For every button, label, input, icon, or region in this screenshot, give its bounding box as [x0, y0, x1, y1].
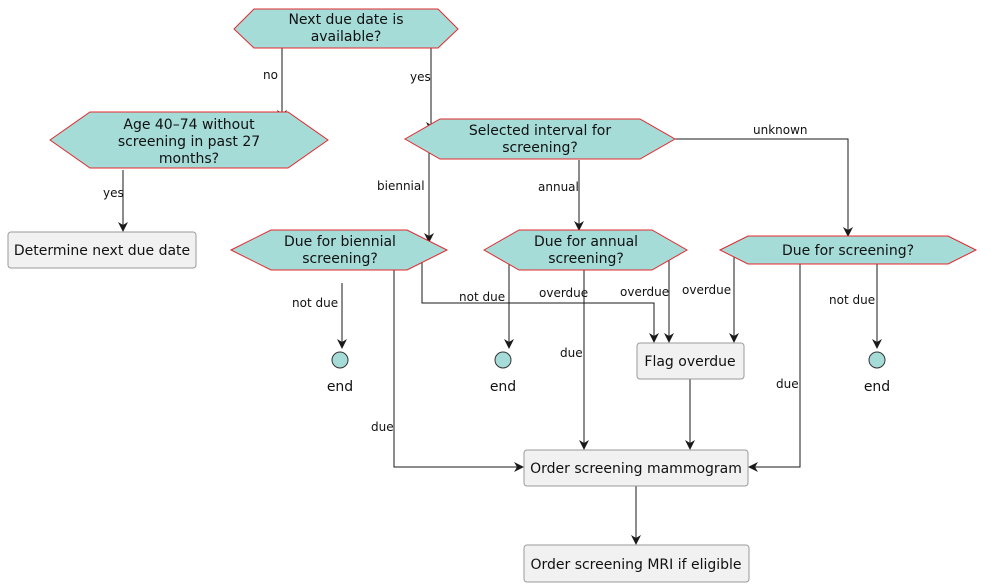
edges	[118, 40, 882, 545]
decision-due-screening	[718, 235, 978, 265]
edge-label-biennial-due: due	[371, 420, 394, 434]
edge-label-screening-not-due: not due	[829, 293, 875, 307]
edge-label-biennial-overdue: not due	[459, 290, 505, 304]
decision-age-check	[49, 111, 329, 169]
node-due-biennial: Due for biennial screening?	[229, 229, 449, 271]
edge-order-to-mri-arrow	[631, 535, 641, 545]
end-biennial-label: end	[327, 379, 353, 395]
node-next-due-date: Next due date is available?	[233, 8, 459, 49]
action-order-mri-label: Order screening MRI if eligible	[530, 557, 741, 573]
edge-screening-due-arrow	[748, 462, 758, 472]
edge-label-yes-next: yes	[410, 70, 431, 84]
end-annual: end	[490, 351, 516, 395]
edge-interval-annual-arrow	[574, 221, 584, 231]
decision-age-check-line2: screening in past 27	[118, 134, 260, 150]
decision-due-biennial-line2: screening?	[302, 251, 378, 267]
edge-annual-due-arrow	[579, 440, 589, 450]
decision-selected-interval-line1: Selected interval for	[469, 123, 611, 139]
edge-age-yes-arrow	[118, 222, 128, 232]
edge-label-screening-overdue: overdue	[682, 283, 731, 297]
edge-interval-biennial-arrow	[424, 233, 434, 243]
edge-label-biennial-not-due: not due	[292, 296, 338, 310]
decision-age-check-line1: Age 40–74 without	[123, 117, 255, 133]
edge-labels: no yes yes unknown biennial annual not d…	[103, 68, 875, 434]
end-screening-label: end	[864, 379, 890, 395]
edge-label-yes-age: yes	[103, 186, 124, 200]
edge-biennial-overdue-arrow	[649, 333, 659, 343]
decision-due-annual-line2: screening?	[548, 251, 624, 267]
edge-biennial-overdue	[421, 258, 655, 341]
edge-label-unknown: unknown	[753, 123, 808, 137]
action-determine-next-due	[7, 231, 197, 269]
edge-flag-to-order-arrow	[685, 440, 695, 450]
edge-annual-overdue-arrow	[664, 333, 674, 343]
action-order-mammogram	[523, 449, 749, 487]
node-determine-next-due: Determine next due date	[7, 231, 197, 269]
node-selected-interval: Selected interval for screening?	[403, 118, 677, 160]
end-screening-circle	[868, 351, 886, 369]
action-determine-next-due-label: Determine next due date	[14, 243, 190, 259]
decision-due-biennial-line1: Due for biennial	[284, 234, 396, 250]
decision-next-due-date-line1: Next due date is	[288, 12, 403, 28]
edge-biennial-due-arrow	[514, 462, 524, 472]
edge-interval-unknown-arrow	[843, 227, 853, 237]
node-due-annual: Due for annual screening?	[482, 229, 689, 271]
decision-age-check-line3: months?	[159, 151, 219, 167]
edge-label-biennial: biennial	[377, 179, 425, 193]
end-screening: end	[864, 351, 890, 395]
edge-biennial-not-due-arrow	[337, 339, 347, 349]
decision-due-screening-label: Due for screening?	[782, 243, 914, 259]
edge-biennial-due	[393, 270, 522, 468]
decision-selected-interval-line2: screening?	[502, 140, 578, 156]
decision-next-due-date-line2: available?	[311, 29, 382, 45]
edge-screening-due	[750, 263, 801, 468]
edge-screening-overdue-arrow	[729, 333, 739, 343]
decision-due-biennial	[229, 229, 449, 271]
edge-label-screening-due: due	[776, 377, 799, 391]
decision-due-annual-line1: Due for annual	[534, 234, 638, 250]
action-order-mammogram-label: Order screening mammogram	[530, 461, 742, 477]
node-order-mammogram: Order screening mammogram	[523, 449, 749, 487]
decision-next-due-date	[233, 8, 459, 49]
end-biennial-circle	[331, 351, 349, 369]
end-biennial: end	[327, 351, 353, 395]
edge-label-annual: annual	[538, 180, 579, 194]
edge-label-annual-overdue: overdue	[620, 285, 669, 299]
edge-label-annual-not-due: overdue	[539, 286, 588, 300]
end-annual-circle	[494, 351, 512, 369]
node-flag-overdue: Flag overdue	[636, 342, 745, 380]
action-flag-overdue	[636, 342, 745, 380]
decision-selected-interval	[403, 118, 677, 160]
action-order-mri	[523, 544, 750, 583]
action-flag-overdue-label: Flag overdue	[644, 354, 735, 370]
decision-due-annual	[482, 229, 689, 271]
end-annual-label: end	[490, 379, 516, 395]
node-order-mri: Order screening MRI if eligible	[523, 544, 750, 583]
edge-annual-not-due-arrow	[504, 339, 514, 349]
edge-label-annual-due: due	[560, 346, 583, 360]
node-due-screening: Due for screening?	[718, 235, 978, 265]
edge-interval-unknown	[675, 138, 849, 235]
edge-label-no: no	[263, 68, 278, 82]
edge-screening-not-due-arrow	[872, 339, 882, 349]
node-age-check: Age 40–74 without screening in past 27 m…	[49, 111, 329, 169]
